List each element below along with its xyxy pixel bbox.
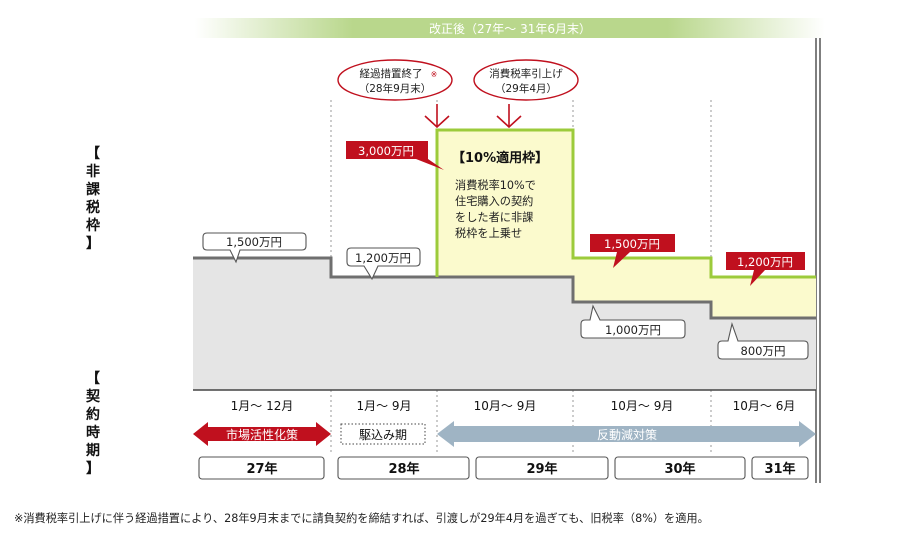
tag-special-29-text: 3,000万円 [358,144,414,158]
label-tax-exemption: 【 非 課 税 枠 】 [82,145,104,253]
special-frame-line: をした者に非課 [455,211,534,224]
label-char: 時 [86,425,100,441]
market-arrow: 市場活性化策 [193,422,331,446]
label-char: 約 [86,407,100,423]
special-frame-title: 【10%適用枠】 [452,151,549,166]
year-label: 28年 [388,461,419,477]
special-frame-line: 住宅購入の契約 [455,195,534,208]
callout-base-30: 1,000万円 [580,304,686,339]
callout-transition-end-line1: 経過措置終了 [360,67,423,80]
year-label: 30年 [664,461,695,477]
tag-special-30: 1,500万円 [590,234,675,268]
special-exemption-line [435,128,816,279]
market-arrow-text: 市場活性化策 [226,427,298,442]
special-frame-caption: 消費税率10%で 住宅購入の契約 をした者に非課 税枠を上乗せ [455,178,575,242]
tag-special-30-text: 1,500万円 [604,237,660,251]
label-char: 非 [86,164,100,180]
period-label: 10月〜 9月 [611,399,674,413]
callout-base-30-text: 1,000万円 [605,323,661,337]
label-char: 【 [86,146,100,162]
callout-base-27: 1,500万円 [202,232,307,264]
label-contract-period: 【 契 約 時 期 】 [82,370,104,478]
callout-base-28: 1,200万円 [346,247,421,281]
period-label: 1月〜 12月 [231,399,294,413]
callout-base-28-text: 1,200万円 [355,251,411,265]
base-exemption-area [193,258,816,390]
label-char: 】 [86,236,100,252]
period-label: 10月〜 6月 [733,399,796,413]
callout-transition-end: 経過措置終了 ※ （28年9月末） [337,59,453,101]
special-frame-line: 消費税率10%で [455,179,536,192]
rush-period-text: 駆込み期 [359,428,407,442]
year-label: 27年 [246,461,277,477]
year-boxes: 27年 28年 29年 30年 31年 [198,456,809,480]
callout-tax-increase: 消費税率引上げ （29年4月） [473,59,579,101]
label-char: 【 [86,371,100,387]
special-exemption-area [437,130,816,318]
tag-special-29: 3,000万円 [346,141,444,170]
year-label: 31年 [764,461,795,477]
callout-tax-increase-line2: （29年4月） [495,82,557,95]
header-band [195,18,825,38]
label-char: 枠 [86,218,100,234]
tag-special-31-text: 1,200万円 [737,255,793,269]
callout-transition-end-line2: （28年9月末） [359,82,432,95]
callout-arrows [424,104,522,129]
rush-period-box: 駆込み期 [340,423,426,445]
tag-special-31: 1,200万円 [726,252,805,286]
period-dividers [330,100,712,455]
period-label: 1月〜 9月 [356,399,411,413]
callout-base-31: 800万円 [717,322,809,360]
header-band-text: 改正後（27年〜 31年6月末） [429,22,591,36]
year-label: 29年 [526,461,557,477]
period-label: 10月〜 9月 [474,399,537,413]
counter-arrow-text: 反動減対策 [597,427,657,442]
footnote: ※消費税率引上げに伴う経過措置により、28年9月末までに請負契約を締結すれば、引… [14,512,709,525]
callout-transition-end-note: ※ [431,70,438,79]
base-exemption-line [193,256,816,320]
label-char: 契 [86,389,100,405]
label-char: 課 [86,182,100,198]
counter-arrow: 反動減対策 [437,421,816,447]
special-frame-line: 税枠を上乗せ [455,227,523,240]
label-char: 期 [86,443,100,459]
label-char: 】 [86,461,100,477]
callout-base-27-text: 1,500万円 [226,235,282,249]
callout-tax-increase-line1: 消費税率引上げ [489,67,563,80]
callout-base-31-text: 800万円 [741,344,786,358]
period-labels: 1月〜 12月 1月〜 9月 10月〜 9月 10月〜 9月 10月〜 6月 [231,399,796,413]
label-char: 税 [86,200,100,216]
